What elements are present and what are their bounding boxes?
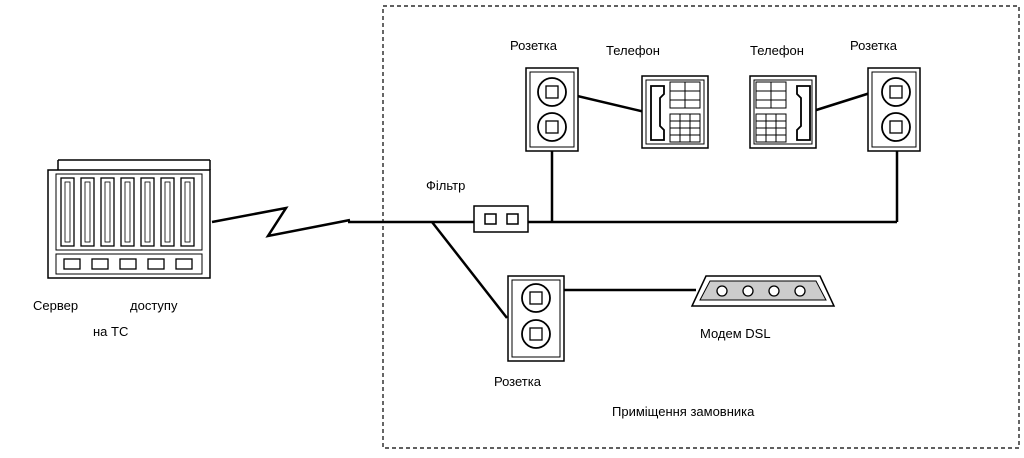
- modem-led: [742, 285, 754, 297]
- server-port: [63, 258, 81, 270]
- server-slots: [60, 177, 195, 247]
- server-slot-inner: [184, 181, 191, 243]
- dsl-modem-icon: [690, 275, 836, 307]
- server-slot: [80, 177, 95, 247]
- modem-leds: [716, 285, 806, 297]
- modem-led: [768, 285, 780, 297]
- server-ports: [63, 258, 193, 270]
- socket-bottom-label: Розетка: [494, 374, 542, 389]
- access-server: [47, 159, 211, 279]
- server-label-right: доступу: [130, 298, 178, 313]
- socket-top-left-icon: [525, 67, 579, 152]
- phone-right-icon: [749, 75, 817, 149]
- server-slot-inner: [164, 181, 171, 243]
- server-slot-inner: [64, 181, 71, 243]
- server-slot: [100, 177, 115, 247]
- filter-icon: [473, 205, 529, 233]
- phone-left-icon: [641, 75, 709, 149]
- socket-top-right-label: Розетка: [850, 38, 898, 53]
- wiring: [348, 86, 899, 319]
- socket-top-left-label: Розетка: [510, 38, 558, 53]
- server-port: [91, 258, 109, 270]
- socket-top-right-icon: [867, 67, 921, 152]
- server-port: [147, 258, 165, 270]
- server-slot: [120, 177, 135, 247]
- wireless-link-icon: [211, 206, 351, 238]
- filter-label: Фільтр: [426, 178, 465, 193]
- server-label-left: Сервер: [33, 298, 78, 313]
- server-label-bottom: на ТС: [93, 324, 128, 339]
- customer-premises-boundary: [382, 5, 1020, 449]
- modem-led: [716, 285, 728, 297]
- modem-led: [794, 285, 806, 297]
- server-slot-inner: [104, 181, 111, 243]
- socket-bottom-icon: [507, 275, 565, 362]
- phone-left-label: Телефон: [606, 43, 660, 58]
- modem-label: Модем DSL: [700, 326, 771, 341]
- server-slot: [160, 177, 175, 247]
- server-slot-inner: [84, 181, 91, 243]
- server-slot-inner: [124, 181, 131, 243]
- server-slot-inner: [144, 181, 151, 243]
- phone-right-label: Телефон: [750, 43, 804, 58]
- server-port: [175, 258, 193, 270]
- server-slot: [60, 177, 75, 247]
- premises-label: Приміщення замовника: [612, 404, 755, 419]
- server-port: [119, 258, 137, 270]
- server-slot: [140, 177, 155, 247]
- server-slot: [180, 177, 195, 247]
